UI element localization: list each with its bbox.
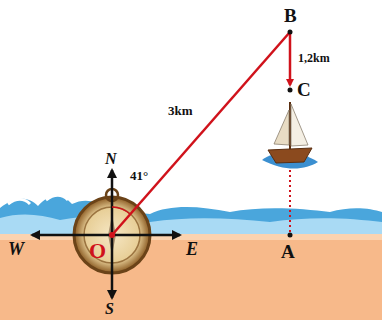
point-o <box>109 232 115 238</box>
boat-hull <box>268 148 312 163</box>
sail <box>291 104 308 146</box>
direction-label: S <box>105 301 114 317</box>
path-ob <box>112 32 290 235</box>
point-b <box>288 30 293 35</box>
direction-label: N <box>105 151 117 167</box>
west-axis <box>32 234 112 237</box>
dimension-label: 1,2km <box>298 52 330 64</box>
sand <box>0 234 382 320</box>
angle-arc <box>112 207 130 214</box>
point-c <box>288 88 293 93</box>
angle-label: 41° <box>130 169 148 182</box>
north-axis <box>111 170 114 235</box>
point-label: O <box>89 240 106 262</box>
sail <box>274 110 289 145</box>
point-a <box>288 233 293 238</box>
point-label: B <box>284 6 297 25</box>
south-axis <box>111 235 114 298</box>
point-label: A <box>281 242 295 261</box>
direction-label: E <box>186 240 198 258</box>
path-bc <box>289 32 292 85</box>
point-label: C <box>297 80 311 99</box>
east-axis <box>112 234 180 237</box>
sea-shallow <box>0 214 382 234</box>
wave-crest <box>8 196 68 205</box>
projection-line <box>289 170 291 233</box>
dimension-label: 3km <box>168 104 193 117</box>
sea <box>0 196 382 234</box>
direction-label: W <box>8 240 24 258</box>
